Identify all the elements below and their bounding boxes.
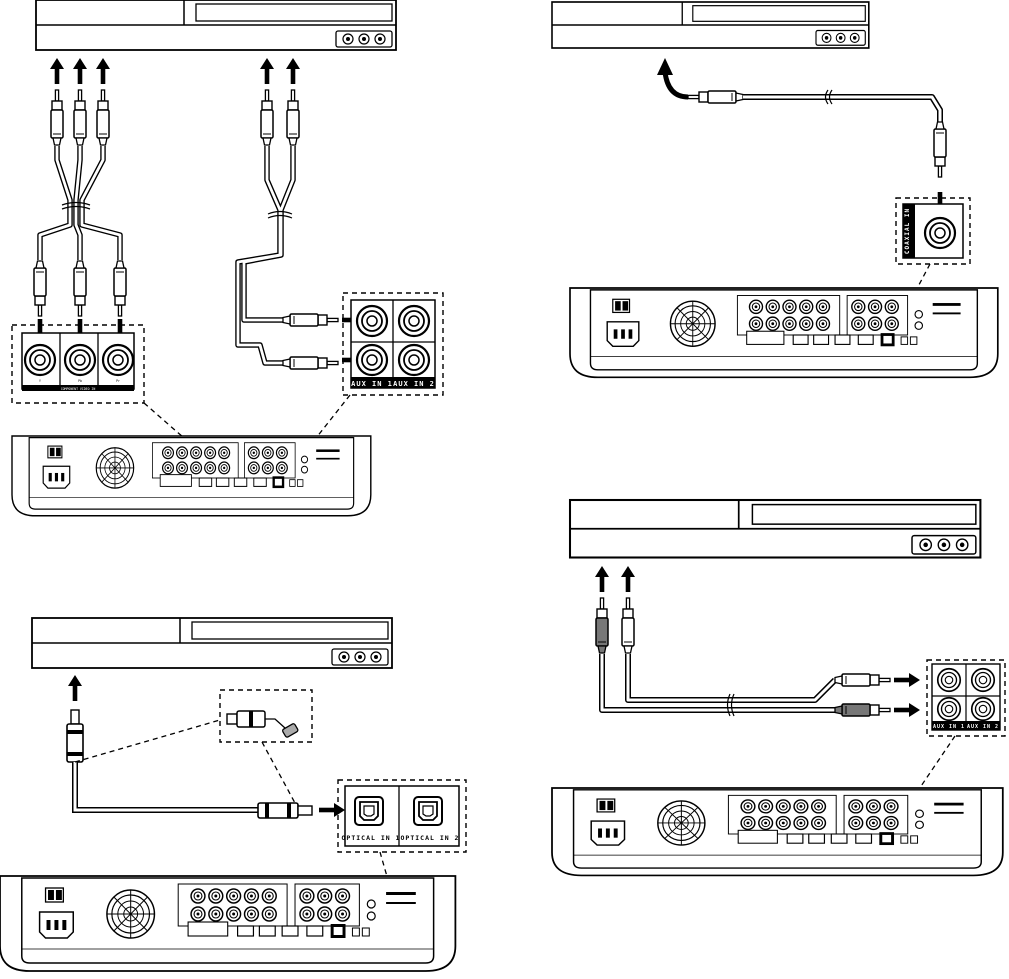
jack-aux2-2r[interactable] <box>972 698 995 721</box>
jack-pr[interactable] <box>103 345 133 375</box>
jack-aux1-l[interactable] <box>357 306 387 336</box>
source-device-2 <box>552 2 869 48</box>
label-pb: Pb <box>78 379 82 383</box>
source-device-3 <box>32 618 392 668</box>
aux-in-2-label-a: AUX IN 2 <box>393 380 435 388</box>
arrow-y <box>50 58 64 84</box>
jack-y[interactable] <box>25 345 55 375</box>
plug-pr-bottom <box>114 261 126 316</box>
plug-audio-l-top <box>261 90 273 145</box>
component-video-in-label: COMPONENT VIDEO IN <box>61 387 96 391</box>
plug-optical-right <box>258 803 312 818</box>
optical-in-2-label: OPTICAL IN 2 <box>401 834 460 842</box>
optical-in-1-label: OPTICAL IN 1 <box>342 834 401 842</box>
arrow-audio-l <box>260 58 274 84</box>
receiver-4 <box>552 788 1003 875</box>
optical-cap-icon <box>227 711 299 738</box>
arrow-analog-r <box>621 566 635 592</box>
label-pr: Pr <box>116 379 120 383</box>
jack-aux2-l[interactable] <box>399 306 429 336</box>
optical-port-2[interactable] <box>414 797 442 825</box>
panel-analog-audio: AUX IN 1 AUX IN 2 <box>552 500 1005 875</box>
plug-pb-bottom <box>74 261 86 316</box>
plug-aux-l <box>283 314 338 326</box>
curved-arrow <box>665 72 688 97</box>
receiver-3 <box>0 876 455 971</box>
arrow-optical <box>68 675 82 701</box>
jack-aux1-r[interactable] <box>357 345 387 375</box>
plug-coax-left <box>688 91 743 103</box>
arrow-pb <box>73 58 87 84</box>
jack-pb[interactable] <box>65 345 95 375</box>
plug-audio-r-top <box>287 90 299 145</box>
source-device-4 <box>570 500 980 558</box>
analog-audio-cable-1 <box>238 146 293 363</box>
plug-aux-r <box>283 357 338 369</box>
plug-optical-top <box>67 710 83 762</box>
receiver-2 <box>570 288 998 377</box>
jack-aux2-1l[interactable] <box>938 669 961 692</box>
aux-in-1-label-b: AUX IN 1 <box>933 724 965 730</box>
jack-aux2-r[interactable] <box>399 345 429 375</box>
plug-coax-down <box>934 122 946 177</box>
plug-analog-l-top <box>596 598 608 653</box>
panel-optical: OPTICAL IN 1 OPTICAL IN 2 <box>0 618 466 971</box>
plug-y-bottom <box>34 261 46 316</box>
panel-component-video: COMPONENT VIDEO IN Y Pb Pr <box>12 0 443 516</box>
plug-pb-top <box>74 90 86 145</box>
source-device-1 <box>36 0 396 50</box>
arrow-aux2-l <box>894 673 920 687</box>
label-y: Y <box>39 379 41 383</box>
panel-coaxial: COAXIAL IN <box>552 2 998 377</box>
plug-analog-r-right <box>835 704 890 716</box>
arrow-audio-r <box>286 58 300 84</box>
jack-aux2-2l[interactable] <box>972 669 995 692</box>
aux-in-1-label-a: AUX IN 1 <box>351 380 393 388</box>
arrow-aux2-r <box>894 703 920 717</box>
receiver-1 <box>12 436 371 516</box>
arrow-optical-in <box>319 803 345 817</box>
plug-analog-r-top <box>622 598 634 653</box>
jack-aux2-1r[interactable] <box>938 698 961 721</box>
coaxial-in-label: COAXIAL IN <box>904 208 911 254</box>
arrow-analog-l <box>595 566 609 592</box>
aux-in-2-label-b: AUX IN 2 <box>967 724 999 730</box>
plug-pr-top <box>97 90 109 145</box>
jack-coax[interactable] <box>925 218 955 248</box>
arrow-pr <box>96 58 110 84</box>
plug-y-top <box>51 90 63 145</box>
plug-analog-l-right <box>835 674 890 686</box>
optical-port-1[interactable] <box>355 797 383 825</box>
